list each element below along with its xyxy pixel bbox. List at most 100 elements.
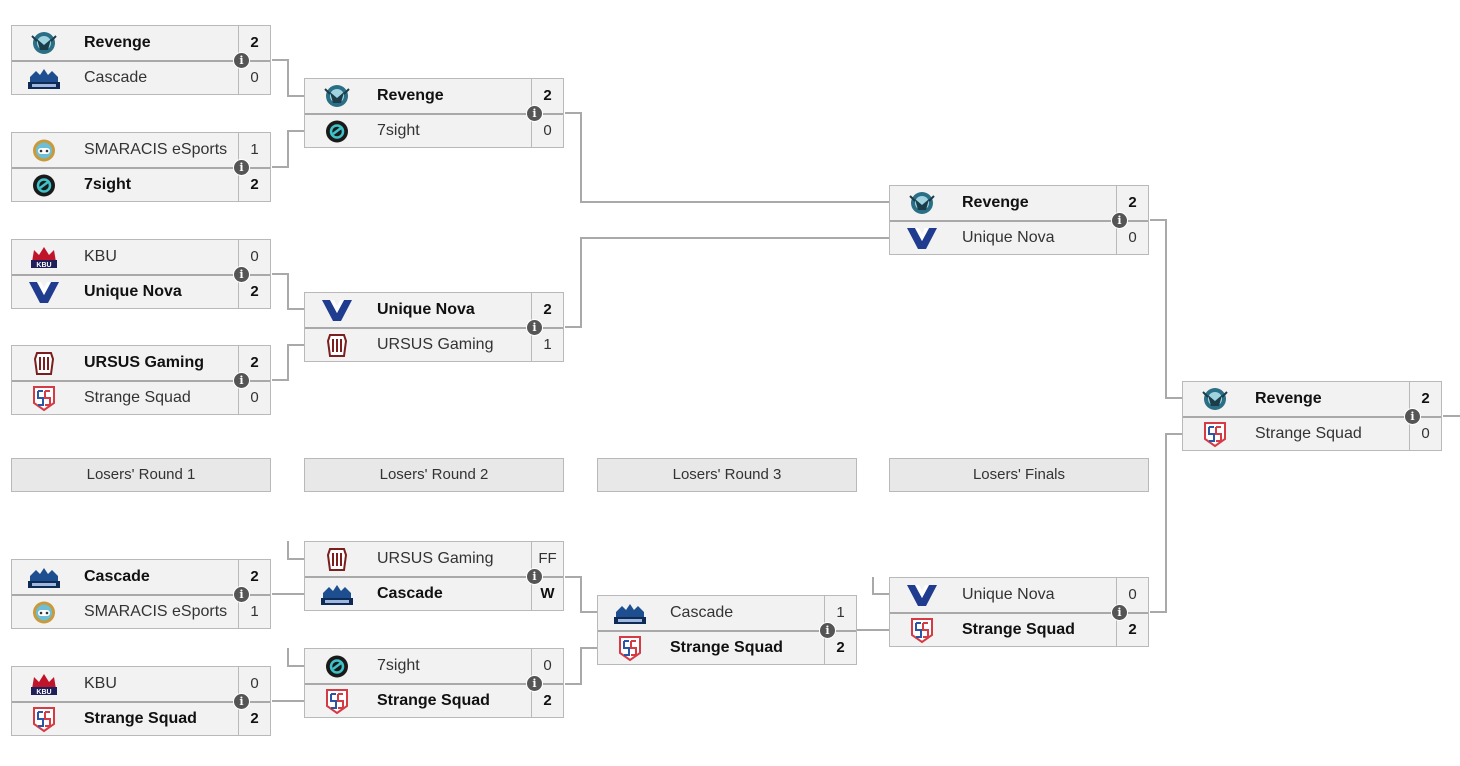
info-icon[interactable]: i xyxy=(526,105,543,122)
match-lb-r1-1: Cascade 2 SMARACIS eSports 1 xyxy=(11,559,271,629)
cascade-logo-icon xyxy=(319,581,355,608)
row-divider xyxy=(12,594,270,596)
team-row[interactable]: 7sight 0 xyxy=(305,649,563,684)
info-icon[interactable]: i xyxy=(233,693,250,710)
team-score: 2 xyxy=(238,168,270,202)
team-row[interactable]: Strange Squad 2 xyxy=(598,631,856,666)
team-row[interactable]: Cascade W xyxy=(305,577,563,612)
team-name: Strange Squad xyxy=(84,710,197,727)
team-name: Cascade xyxy=(670,604,734,621)
team-name: SMARACIS eSports xyxy=(84,141,228,158)
strange-squad-logo-icon xyxy=(612,635,648,662)
row-divider xyxy=(305,113,563,115)
match-ub-r1-4: URSUS Gaming 2 Strange Squad 0 xyxy=(11,345,271,415)
team-score: 0 xyxy=(238,667,270,701)
smaracis-logo-icon xyxy=(26,599,62,626)
team-name: KBU xyxy=(84,248,117,265)
team-row[interactable]: KBU 0 xyxy=(12,667,270,702)
team-row[interactable]: 7sight 2 xyxy=(12,168,270,203)
team-row[interactable]: Revenge 2 xyxy=(305,79,563,114)
team-name: Strange Squad xyxy=(84,389,191,406)
revenge-logo-icon xyxy=(904,190,940,217)
team-row[interactable]: Unique Nova 2 xyxy=(305,293,563,328)
team-row[interactable]: Unique Nova 0 xyxy=(890,221,1148,256)
team-score: 2 xyxy=(1409,382,1441,416)
row-divider xyxy=(890,612,1148,614)
team-score: 0 xyxy=(1116,221,1148,255)
team-score: 0 xyxy=(1409,417,1441,451)
row-divider xyxy=(890,220,1148,222)
team-score: 0 xyxy=(531,114,563,148)
info-icon[interactable]: i xyxy=(233,586,250,603)
smaracis-logo-icon xyxy=(26,137,62,164)
round-label-losers-r3: Losers' Round 3 xyxy=(597,458,857,492)
team-score: 0 xyxy=(531,649,563,683)
team-row[interactable]: 7sight 0 xyxy=(305,114,563,149)
row-divider xyxy=(12,701,270,703)
team-name: Strange Squad xyxy=(1255,425,1362,442)
team-row[interactable]: Cascade 0 xyxy=(12,61,270,96)
team-row[interactable]: SMARACIS eSports 1 xyxy=(12,595,270,630)
info-icon[interactable]: i xyxy=(1111,212,1128,229)
match-ub-r2-2: Unique Nova 2 URSUS Gaming 1 xyxy=(304,292,564,362)
match-lb-r1-2: KBU 0 Strange Squad 2 xyxy=(11,666,271,736)
team-row[interactable]: Strange Squad 2 xyxy=(12,702,270,737)
team-score: 0 xyxy=(1116,578,1148,612)
revenge-logo-icon xyxy=(1197,386,1233,413)
team-row[interactable]: URSUS Gaming 1 xyxy=(305,328,563,363)
team-score: 2 xyxy=(1116,613,1148,647)
team-name: Cascade xyxy=(84,568,150,585)
team-score: 2 xyxy=(238,702,270,736)
info-icon[interactable]: i xyxy=(526,568,543,585)
row-divider xyxy=(305,683,563,685)
team-row[interactable]: Strange Squad 2 xyxy=(890,613,1148,648)
team-score: 2 xyxy=(238,560,270,594)
team-row[interactable]: Revenge 2 xyxy=(12,26,270,61)
team-row[interactable]: Unique Nova 2 xyxy=(12,275,270,310)
team-row[interactable]: URSUS Gaming FF xyxy=(305,542,563,577)
7sight-logo-icon xyxy=(319,653,355,680)
team-name: URSUS Gaming xyxy=(84,354,205,371)
team-name: Cascade xyxy=(377,585,443,602)
team-row[interactable]: KBU 0 xyxy=(12,240,270,275)
info-icon[interactable]: i xyxy=(526,675,543,692)
team-row[interactable]: SMARACIS eSports 1 xyxy=(12,133,270,168)
revenge-logo-icon xyxy=(319,83,355,110)
info-icon[interactable]: i xyxy=(1111,604,1128,621)
info-icon[interactable]: i xyxy=(1404,408,1421,425)
team-name: Strange Squad xyxy=(377,692,490,709)
match-lb-r2-1: URSUS Gaming FF Cascade W xyxy=(304,541,564,611)
info-icon[interactable]: i xyxy=(526,319,543,336)
info-icon[interactable]: i xyxy=(233,372,250,389)
team-row[interactable]: Revenge 2 xyxy=(1183,382,1441,417)
row-divider xyxy=(1183,416,1441,418)
team-row[interactable]: Unique Nova 0 xyxy=(890,578,1148,613)
ursus-logo-icon xyxy=(319,332,355,359)
info-icon[interactable]: i xyxy=(233,266,250,283)
info-icon[interactable]: i xyxy=(233,159,250,176)
team-row[interactable]: Cascade 1 xyxy=(598,596,856,631)
row-divider xyxy=(305,327,563,329)
team-name: Revenge xyxy=(377,87,444,104)
team-row[interactable]: Revenge 2 xyxy=(890,186,1148,221)
ursus-logo-icon xyxy=(26,350,62,377)
cascade-logo-icon xyxy=(26,65,62,92)
revenge-logo-icon xyxy=(26,30,62,57)
team-row[interactable]: Strange Squad 0 xyxy=(1183,417,1441,452)
7sight-logo-icon xyxy=(319,118,355,145)
team-row[interactable]: Strange Squad 2 xyxy=(305,684,563,719)
unique-nova-logo-icon xyxy=(904,582,940,609)
ursus-logo-icon xyxy=(319,546,355,573)
strange-squad-logo-icon xyxy=(319,688,355,715)
team-row[interactable]: Strange Squad 0 xyxy=(12,381,270,416)
row-divider xyxy=(12,274,270,276)
row-divider xyxy=(598,630,856,632)
team-name: URSUS Gaming xyxy=(377,550,494,567)
info-icon[interactable]: i xyxy=(233,52,250,69)
team-row[interactable]: URSUS Gaming 2 xyxy=(12,346,270,381)
team-name: 7sight xyxy=(377,122,420,139)
team-name: SMARACIS eSports xyxy=(84,603,228,620)
round-label-losers-r2: Losers' Round 2 xyxy=(304,458,564,492)
team-row[interactable]: Cascade 2 xyxy=(12,560,270,595)
info-icon[interactable]: i xyxy=(819,622,836,639)
